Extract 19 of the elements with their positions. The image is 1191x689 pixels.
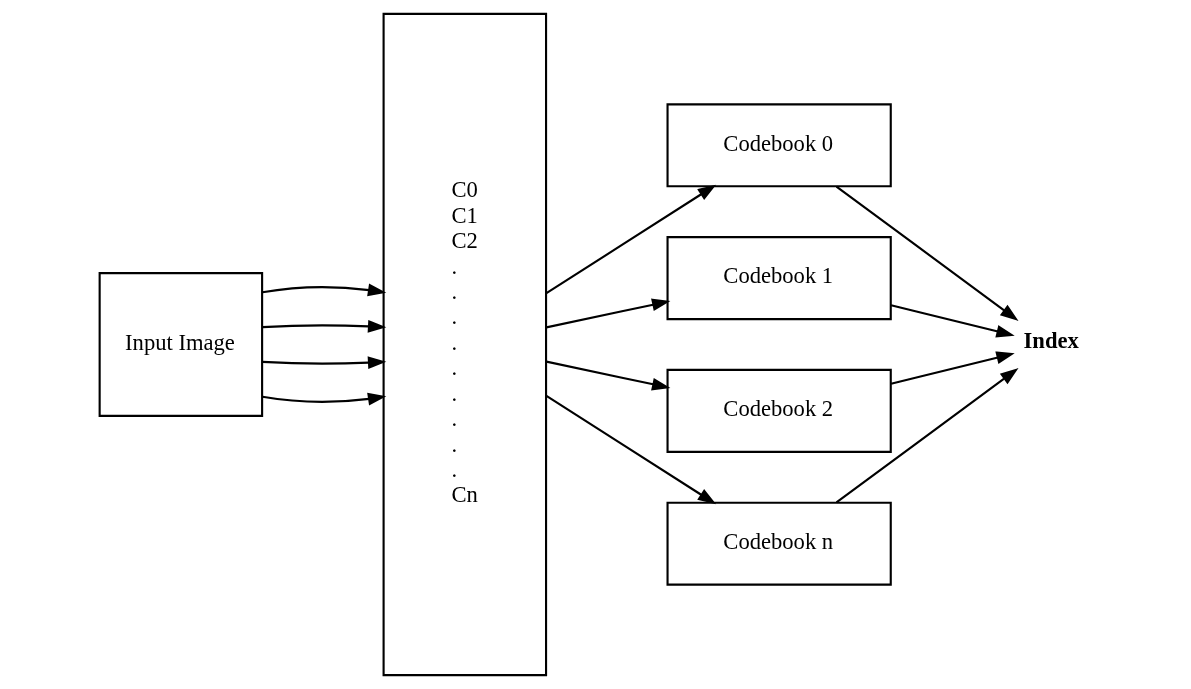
node-text: Index bbox=[1023, 328, 1079, 354]
arrow bbox=[546, 360, 671, 391]
arrow bbox=[835, 368, 1019, 504]
arrow bbox=[545, 184, 717, 295]
node-box: Codebook n bbox=[666, 501, 892, 586]
arrow bbox=[262, 283, 387, 297]
arrow bbox=[262, 356, 387, 370]
arrow bbox=[890, 351, 1015, 385]
arrow bbox=[262, 392, 387, 406]
node-box: Codebook 1 bbox=[666, 236, 892, 321]
node-box: Codebook 0 bbox=[666, 103, 892, 188]
node-box: C0 C1 C2 . . . . . . . . . Cn bbox=[382, 12, 548, 677]
node-box: Codebook 2 bbox=[666, 368, 892, 453]
arrow bbox=[545, 394, 717, 505]
arrow bbox=[546, 298, 671, 329]
arrow bbox=[835, 185, 1019, 321]
node-box: Input Image bbox=[98, 272, 264, 417]
arrow bbox=[262, 319, 387, 333]
arrow bbox=[890, 304, 1015, 338]
